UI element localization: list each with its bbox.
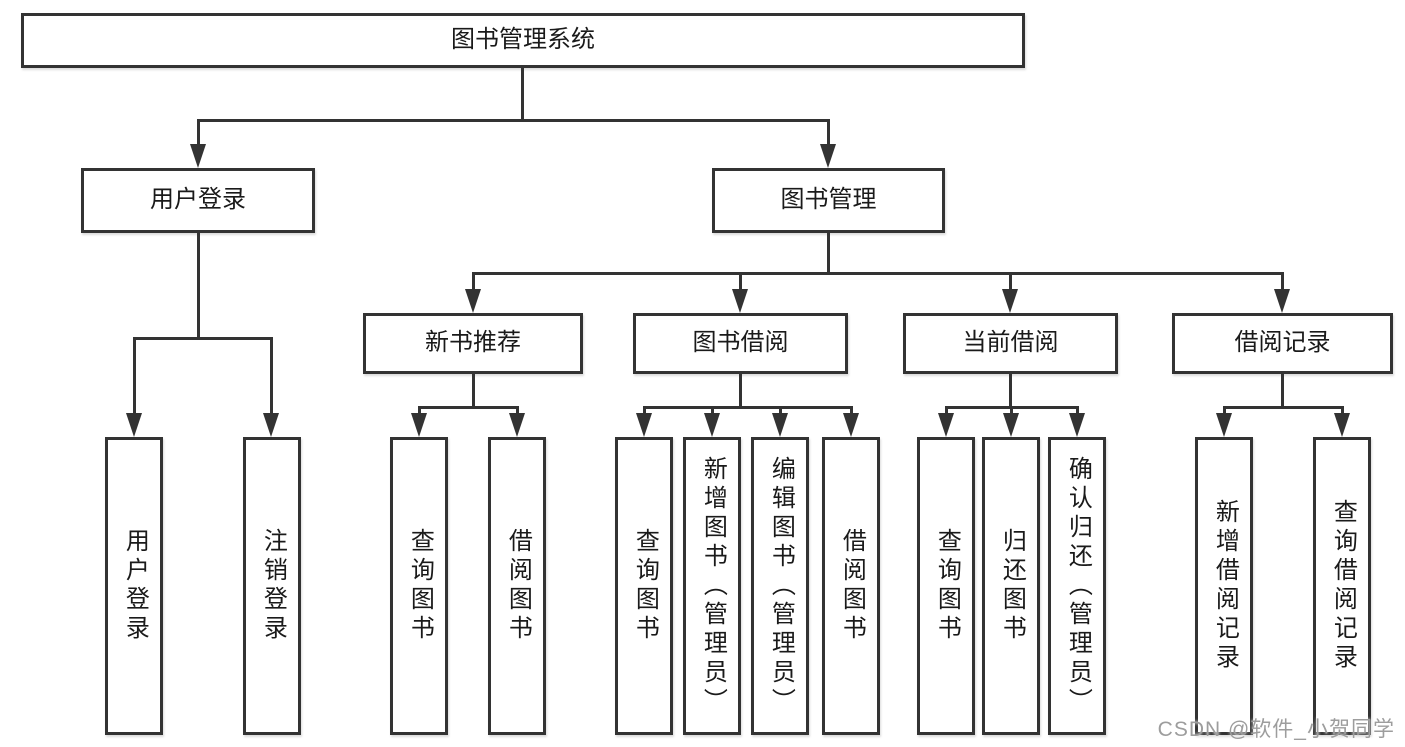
arrow-down-icon: [263, 413, 279, 437]
leaf-user-login-label: 用户登录: [121, 528, 148, 644]
leaf-logout: 注销登录: [243, 437, 301, 735]
connector-drop-leaf: [945, 406, 948, 415]
leaf-query-books-recommend: 查询图书: [390, 437, 448, 735]
leaf-return-books-label: 归还图书: [998, 528, 1025, 644]
connector-borrow-rail: [643, 406, 852, 409]
leaf-add-borrow-record-label: 新增借阅记录: [1211, 499, 1238, 673]
leaf-edit-books-admin: 编辑图书（管理员）: [751, 437, 809, 735]
connector-root-trunk: [521, 68, 524, 121]
connector-drop-module: [739, 272, 742, 292]
connector-drop-leaf: [1341, 406, 1344, 415]
leaf-query-borrow-record: 查询借阅记录: [1313, 437, 1371, 735]
arrow-down-icon: [704, 413, 720, 437]
connector-drop-leaf: [643, 406, 646, 415]
connector-drop-leaf: [779, 406, 782, 415]
leaf-return-books: 归还图书: [982, 437, 1040, 735]
arrow-down-icon: [732, 289, 748, 313]
connector-drop-leaf: [418, 406, 421, 415]
connector-user-login-rail: [133, 337, 273, 340]
connector-current-trunk: [1009, 374, 1012, 409]
leaf-query-borrow-record-label: 查询借阅记录: [1329, 499, 1356, 673]
arrow-down-icon: [1216, 413, 1232, 437]
arrow-down-icon: [1069, 413, 1085, 437]
connector-drop-leaf: [1076, 406, 1079, 415]
connector-drop-leaf: [1010, 406, 1013, 415]
leaf-user-login: 用户登录: [105, 437, 163, 735]
connector-records-rail: [1223, 406, 1343, 409]
arrow-down-icon: [843, 413, 859, 437]
connector-drop-module: [1009, 272, 1012, 292]
connector-drop-leaf: [133, 337, 136, 415]
leaf-add-books-admin-label: 新增图书（管理员）: [699, 455, 726, 717]
node-borrow-records: 借阅记录: [1172, 313, 1393, 374]
connector-records-trunk: [1281, 374, 1284, 409]
node-borrow-records-label: 借阅记录: [1234, 330, 1331, 357]
arrow-down-icon: [465, 289, 481, 313]
node-book-management: 图书管理: [712, 168, 945, 233]
node-current-borrow: 当前借阅: [903, 313, 1118, 374]
connector-user-login-trunk: [197, 233, 200, 340]
connector-drop-user-login: [197, 119, 200, 147]
node-root: 图书管理系统: [21, 13, 1025, 68]
connector-borrow-trunk: [739, 374, 742, 409]
arrow-down-icon: [126, 413, 142, 437]
leaf-query-books-borrow: 查询图书: [615, 437, 673, 735]
leaf-borrow-books-recommend-label: 借阅图书: [504, 528, 531, 644]
connector-drop-leaf: [711, 406, 714, 415]
leaf-confirm-return-admin: 确认归还（管理员）: [1048, 437, 1106, 735]
node-new-book-recommend-label: 新书推荐: [425, 330, 521, 357]
node-current-borrow-label: 当前借阅: [962, 330, 1059, 357]
leaf-confirm-return-admin-label: 确认归还（管理员）: [1064, 455, 1091, 717]
arrow-down-icon: [411, 413, 427, 437]
arrow-down-icon: [1003, 413, 1019, 437]
arrow-down-icon: [509, 413, 525, 437]
node-user-login-label: 用户登录: [150, 187, 246, 214]
arrow-down-icon: [1334, 413, 1350, 437]
arrow-down-icon: [190, 144, 206, 168]
arrow-down-icon: [636, 413, 652, 437]
connector-drop-module: [472, 272, 475, 292]
node-book-borrow-label: 图书借阅: [692, 330, 789, 357]
node-user-login: 用户登录: [81, 168, 315, 233]
node-book-borrow: 图书借阅: [633, 313, 848, 374]
leaf-edit-books-admin-label: 编辑图书（管理员）: [767, 455, 794, 717]
connector-drop-leaf: [270, 337, 273, 415]
connector-drop-module: [1281, 272, 1284, 292]
arrow-down-icon: [820, 144, 836, 168]
leaf-add-books-admin: 新增图书（管理员）: [683, 437, 741, 735]
connector-recommend-trunk: [472, 374, 475, 409]
leaf-borrow-books: 借阅图书: [822, 437, 880, 735]
leaf-borrow-books-label: 借阅图书: [838, 528, 865, 644]
connector-drop-book-management: [827, 119, 830, 147]
arrow-down-icon: [1002, 289, 1018, 313]
connector-recommend-rail: [418, 406, 519, 409]
leaf-query-books-current-label: 查询图书: [933, 528, 960, 644]
connector-root-rail: [197, 119, 830, 122]
arrow-down-icon: [938, 413, 954, 437]
arrow-down-icon: [1274, 289, 1290, 313]
connector-drop-leaf: [516, 406, 519, 415]
node-root-label: 图书管理系统: [451, 27, 595, 54]
watermark: CSDN @软件_小贺同学: [1157, 718, 1395, 741]
leaf-query-books-borrow-label: 查询图书: [631, 528, 658, 644]
leaf-query-books-recommend-label: 查询图书: [406, 528, 433, 644]
connector-book-management-rail: [472, 272, 1283, 275]
arrow-down-icon: [772, 413, 788, 437]
leaf-borrow-books-recommend: 借阅图书: [488, 437, 546, 735]
node-new-book-recommend: 新书推荐: [363, 313, 583, 374]
node-book-management-label: 图书管理: [780, 187, 877, 214]
connector-drop-leaf: [850, 406, 853, 415]
leaf-query-books-current: 查询图书: [917, 437, 975, 735]
leaf-add-borrow-record: 新增借阅记录: [1195, 437, 1253, 735]
connector-book-management-trunk: [827, 233, 830, 274]
leaf-logout-label: 注销登录: [259, 528, 286, 644]
connector-drop-leaf: [1223, 406, 1226, 415]
